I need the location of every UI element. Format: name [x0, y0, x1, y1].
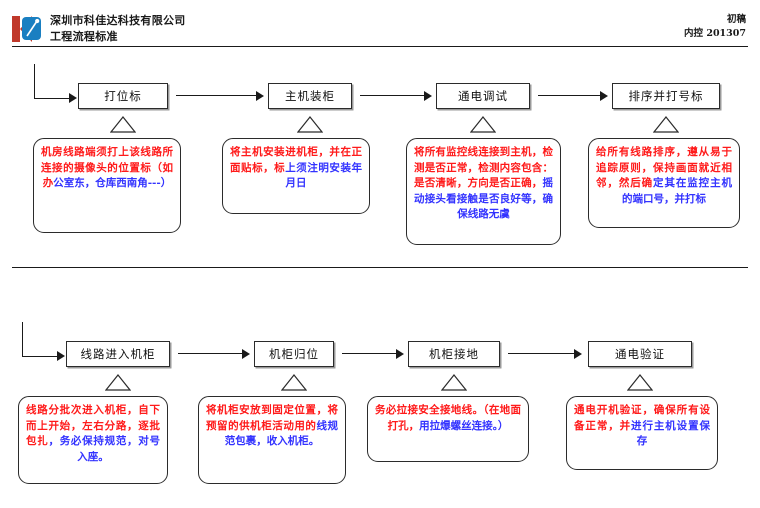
- note-text-accent: 进行主机设置保存: [631, 419, 711, 448]
- flow-row-1: 打位标 机房线路端须打上该线路所连接的摄像头的位置标（如办公室东，仓库西南角--…: [0, 62, 760, 252]
- connector-arrow-4: [178, 349, 250, 359]
- note-text-accent: 公室东，仓库西南角---）: [53, 177, 172, 190]
- note-text: 给所有线路排序，遵从易于追踪原则，保持画面就近相邻，然后确定其在监控主机的端口号…: [596, 146, 733, 205]
- note-text: 务必拉接安全接地线。（在地面打孔，用拉爆螺丝连接。）: [375, 404, 521, 432]
- connector-arrow-6: [508, 349, 582, 359]
- note-callout-3: 将所有监控线连接到主机，检测是否正常，检测内容包含：是否清晰，方向是否正确，摇动…: [406, 138, 561, 245]
- note-callout-8: 通电开机验证，确保所有设备正常，并进行主机设置保存: [566, 396, 718, 470]
- note-text: 机房线路端须打上该线路所连接的摄像头的位置标（如办公室东，仓库西南角---）: [41, 146, 173, 190]
- connector-arrow-3: [538, 91, 608, 101]
- note-text-accent: 线规范包裹，收入机柜。: [224, 419, 339, 448]
- header-divider: [12, 46, 748, 47]
- process-box-ji-gui-jie-di[interactable]: 机柜接地: [408, 341, 500, 367]
- company-identity: 深圳市科佳达科技有限公司 工程流程标准: [50, 13, 186, 45]
- process-box-tong-dian-tiao-shi[interactable]: 通电调试: [436, 83, 530, 109]
- note-text: 将所有监控线连接到主机，检测是否正常，检测内容包含：是否清晰，方向是否正确，摇动…: [414, 146, 553, 221]
- note-text: 通电开机验证，确保所有设备正常，并进行主机设置保存: [574, 404, 711, 448]
- process-box-tong-dian-yan-zheng[interactable]: 通电验证: [588, 341, 692, 367]
- process-box-pai-xu-bing-da-hao-biao[interactable]: 排序并打号标: [612, 83, 720, 109]
- connector-arrow-2: [360, 91, 432, 101]
- document-meta: 初稿 内控 201307: [684, 13, 746, 41]
- note-text-accent: 摇动接头看接触是否良好等，确保线路无虞: [414, 177, 553, 221]
- note-callout-7: 务必拉接安全接地线。（在地面打孔，用拉爆螺丝连接。）: [367, 396, 529, 462]
- process-box-da-wei-biao[interactable]: 打位标: [78, 83, 168, 109]
- process-box-xian-lu-jin-ru-ji-gui[interactable]: 线路进入机柜: [66, 341, 170, 367]
- section-divider: [12, 267, 748, 268]
- triangle-marker-icon: [653, 116, 679, 133]
- triangle-marker-icon: [105, 374, 131, 391]
- document-header: 深圳市科佳达科技有限公司 工程流程标准 初稿 内控 201307: [0, 0, 760, 52]
- triangle-marker-icon: [627, 374, 653, 391]
- control-number: 内控 201307: [684, 27, 746, 39]
- revision-label: 初稿: [726, 14, 746, 25]
- triangle-marker-icon: [470, 116, 496, 133]
- flow-row-2: 线路进入机柜 线路分批次进入机柜，自下而上开始，左右分路，逐批包扎，务必保持规范…: [0, 320, 760, 500]
- triangle-marker-icon: [441, 374, 467, 391]
- process-box-zhu-ji-zhuang-gui[interactable]: 主机装柜: [268, 83, 352, 109]
- triangle-marker-icon: [297, 116, 323, 133]
- note-callout-4: 给所有线路排序，遵从易于追踪原则，保持画面就近相邻，然后确定其在监控主机的端口号…: [588, 138, 740, 228]
- note-text: 线路分批次进入机柜，自下而上开始，左右分路，逐批包扎，务必保持规范，对号入座。: [26, 404, 161, 463]
- note-text-accent: 上须注明安装年月日: [285, 161, 363, 190]
- note-callout-1: 机房线路端须打上该线路所连接的摄像头的位置标（如办公室东，仓库西南角---）: [33, 138, 181, 233]
- connector-arrow-5: [342, 349, 404, 359]
- note-text-accent: ，务必保持规范，对号入座。: [48, 435, 161, 463]
- connector-arrow-1: [176, 91, 264, 101]
- note-callout-2: 将主机安装进机柜，并在正面贴标，标上须注明安装年月日: [222, 138, 370, 214]
- company-name: 深圳市科佳达科技有限公司: [50, 14, 186, 27]
- triangle-marker-icon: [281, 374, 307, 391]
- note-text-accent: 定其在监控主机的端口号，并打标: [622, 177, 733, 205]
- note-text: 将机柜安放到固定位置，将预留的供机柜活动用的线规范包裹，收入机柜。: [206, 404, 339, 448]
- triangle-marker-icon: [110, 116, 136, 133]
- note-callout-6: 将机柜安放到固定位置，将预留的供机柜活动用的线规范包裹，收入机柜。: [198, 396, 346, 484]
- process-box-ji-gui-gui-wei[interactable]: 机柜归位: [254, 341, 334, 367]
- note-text: 将主机安装进机柜，并在正面贴标，标上须注明安装年月日: [230, 146, 363, 190]
- document-subtitle: 工程流程标准: [50, 29, 118, 43]
- note-callout-5: 线路分批次进入机柜，自下而上开始，左右分路，逐批包扎，务必保持规范，对号入座。: [18, 396, 168, 484]
- note-text-accent: 用拉爆螺丝连接。）: [419, 419, 509, 432]
- kejiada-logo-icon: [10, 14, 44, 44]
